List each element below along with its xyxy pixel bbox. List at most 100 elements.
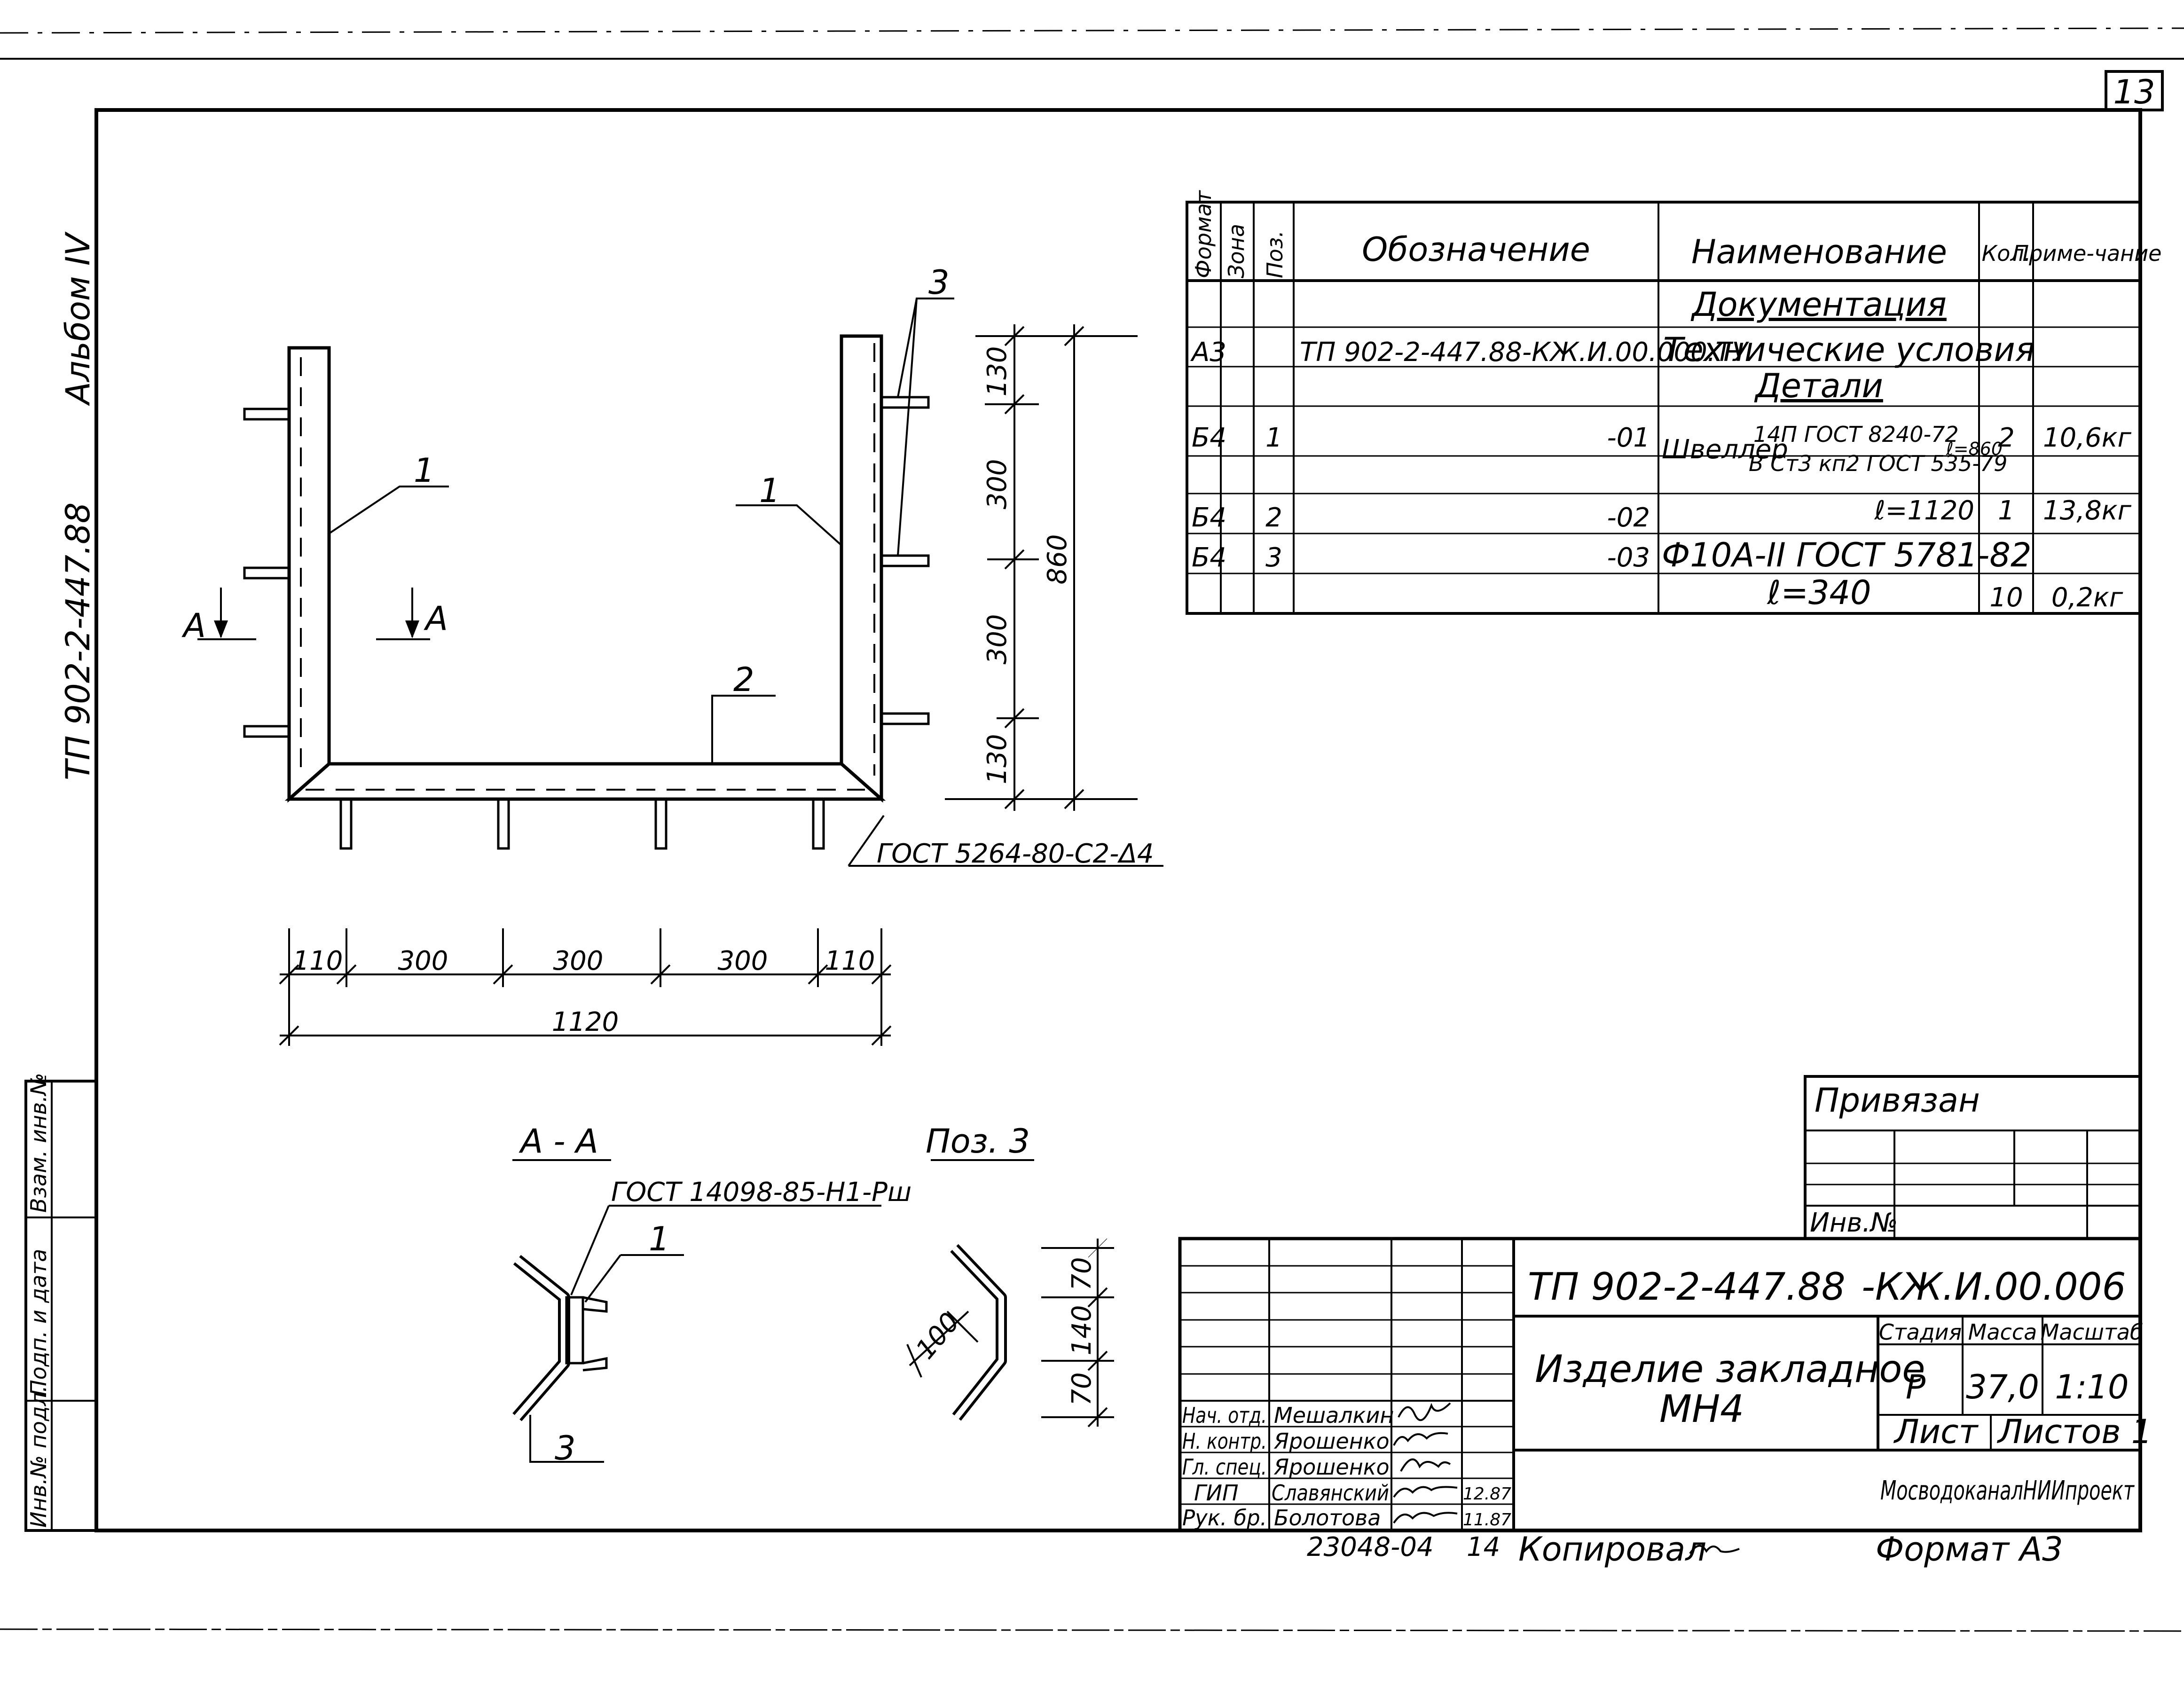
vdim-2: 300 [982,459,1013,510]
hdim-1: 110 [293,946,343,976]
person-date-4: 12.87 [1463,1484,1511,1504]
title-sheet-label: Лист [1893,1412,1979,1451]
spec-row-3-format: Б4 [1192,502,1226,533]
vdim-3: 300 [982,614,1013,665]
pos3-view-title: Поз. 3 [926,1122,1030,1161]
signatures [1393,1402,1458,1524]
hdim-4: 300 [718,946,768,976]
section-mark-left: А [181,606,206,645]
person-role-5: Рук. бр. [1182,1505,1267,1530]
callout-pos3: 3 [928,263,950,302]
title-item-name-2: МН4 [1659,1387,1744,1431]
person-role-1: Нач. отд. [1182,1403,1267,1428]
weld-note-main: ГОСТ 5264-80-С2-Δ4 [877,839,1154,869]
hdim-3: 300 [553,946,604,976]
privyazan-inv: Инв.№ [1810,1208,1898,1238]
horizontal-dimensions [279,928,892,1046]
section-callout-3: 3 [555,1429,576,1467]
sheet-number: 13 [2113,73,2155,111]
spec-row-2-name-top: 14П ГОСТ 8240-72 [1753,422,1959,447]
side-album: Альбом IV [59,231,97,406]
stamp-vzam: Взам. инв.№ [26,1073,51,1213]
spec-row-1-format: А3 [1190,337,1226,368]
spec-row-3-designation: -02 [1607,502,1650,533]
callout-pos1-left: 1 [414,451,435,490]
spec-header-qty: Кол. [1982,241,2031,266]
spec-table [1186,201,2142,615]
title-organization: МосводоканалНИИпроект [1880,1475,2135,1506]
pos3-dim-3: 70 [1067,1372,1097,1405]
spec-row-2-name-bottom: В Ст3 кп2 ГОСТ 535-79 [1749,451,2007,476]
spec-row-2-format: Б4 [1192,423,1226,453]
title-block [1178,1237,2142,1532]
callout-leaders [197,298,1163,867]
spec-section-docs: Документация [1690,285,1947,324]
pos3-dim-1: 70 [1067,1257,1097,1290]
person-name-5: Болотова [1274,1505,1381,1530]
section-arrow-left [214,620,228,638]
title-mass: 37,0 [1966,1368,2039,1406]
section-callout-1: 1 [649,1220,670,1258]
hdim-5: 110 [825,946,875,976]
vdim-1: 130 [982,346,1013,397]
spec-row-1-name: Технические условия [1663,330,2035,369]
side-code: ТП 902-2-447.88 [59,502,97,780]
sheet-number-box [2105,70,2164,111]
spec-header-zone: Зона [1224,224,1249,278]
section-view-title: А - А [519,1122,598,1161]
spec-header-format: Формат [1191,190,1216,278]
spec-header-pos: Поз. [1262,230,1288,278]
spec-section-details: Детали [1754,367,1883,405]
spec-row-2-designation: -01 [1607,423,1650,453]
spec-row-5-qty: 10 [1989,582,2023,613]
spec-row-4-pos: 3 [1265,542,1282,573]
privyazan-title: Привязан [1815,1081,1980,1120]
title-sheets-label: Листов 1 [1996,1412,2152,1451]
footer-format: Формат А3 [1876,1530,2063,1569]
spec-row-1-designation: ТП 902-2-447.88-КЖ.И.00.000.ТУ [1300,337,1750,368]
spec-row-3-pos: 2 [1265,502,1282,533]
stamp-podp: Подп. и дата [26,1249,51,1396]
pos3-rod-drawing [906,1238,1114,1428]
title-header-mass: Масса [1968,1319,2037,1345]
section-weld-note: ГОСТ 14098-85-Н1-Рш [611,1177,911,1208]
person-name-4: Славянский [1272,1480,1389,1506]
title-code-suffix: -КЖ.И.00.006 [1862,1265,2126,1309]
person-role-4: ГИП [1194,1480,1239,1506]
callout-pos2: 2 [733,660,754,699]
spec-row-4-name: Ф10А-II ГОСТ 5781-82 [1662,536,2031,574]
spec-header-note: Приме-чание [2013,241,2162,266]
vdim-4: 130 [982,734,1013,785]
title-code: ТП 902-2-447.88 [1528,1265,1846,1309]
footer-archive: 23048-04 [1307,1532,1434,1562]
spec-row-5-name: ℓ=340 [1767,573,1871,612]
person-name-3: Ярошенко [1273,1454,1390,1480]
title-header-scale: Масштаб [2041,1319,2144,1345]
spec-row-2-note: 10,6кг [2043,423,2132,453]
drawing-frame [94,108,2142,1532]
title-stage: Р [1906,1368,1926,1406]
spec-row-2-name: Швеллер [1662,434,1788,465]
title-scale: 1:10 [2055,1368,2129,1406]
callout-pos1-right: 1 [759,471,780,510]
left-stamp: Взам. инв.№ Подп. и дата Инв.№ подл. [24,1073,98,1532]
copier-signature [1689,1545,1740,1554]
person-date-5: 11.87 [1463,1510,1511,1530]
scan-edge-bottom [0,1628,2184,1632]
spec-row-2-pos: 1 [1265,423,1282,453]
spec-row-3-qty: 1 [1998,495,2015,526]
hdim-2: 300 [398,946,448,976]
spec-row-4-format: Б4 [1192,542,1226,573]
spec-row-2-qty: 2 [1998,423,2015,453]
u-frame-drawing [243,334,930,850]
spec-header-name: Наименование [1691,233,1947,271]
footer-copy-no: 14 [1467,1532,1500,1562]
section-aa-drawing [512,1205,881,1463]
section-mark-right: А [424,599,448,638]
spec-row-5-note: 0,2кг [2051,582,2123,613]
vdim-total: 860 [1042,534,1073,585]
spec-header-designation: Обозначение [1362,230,1590,269]
privyazan-block [1804,1075,2142,1240]
title-header-stage: Стадия [1879,1319,1962,1345]
